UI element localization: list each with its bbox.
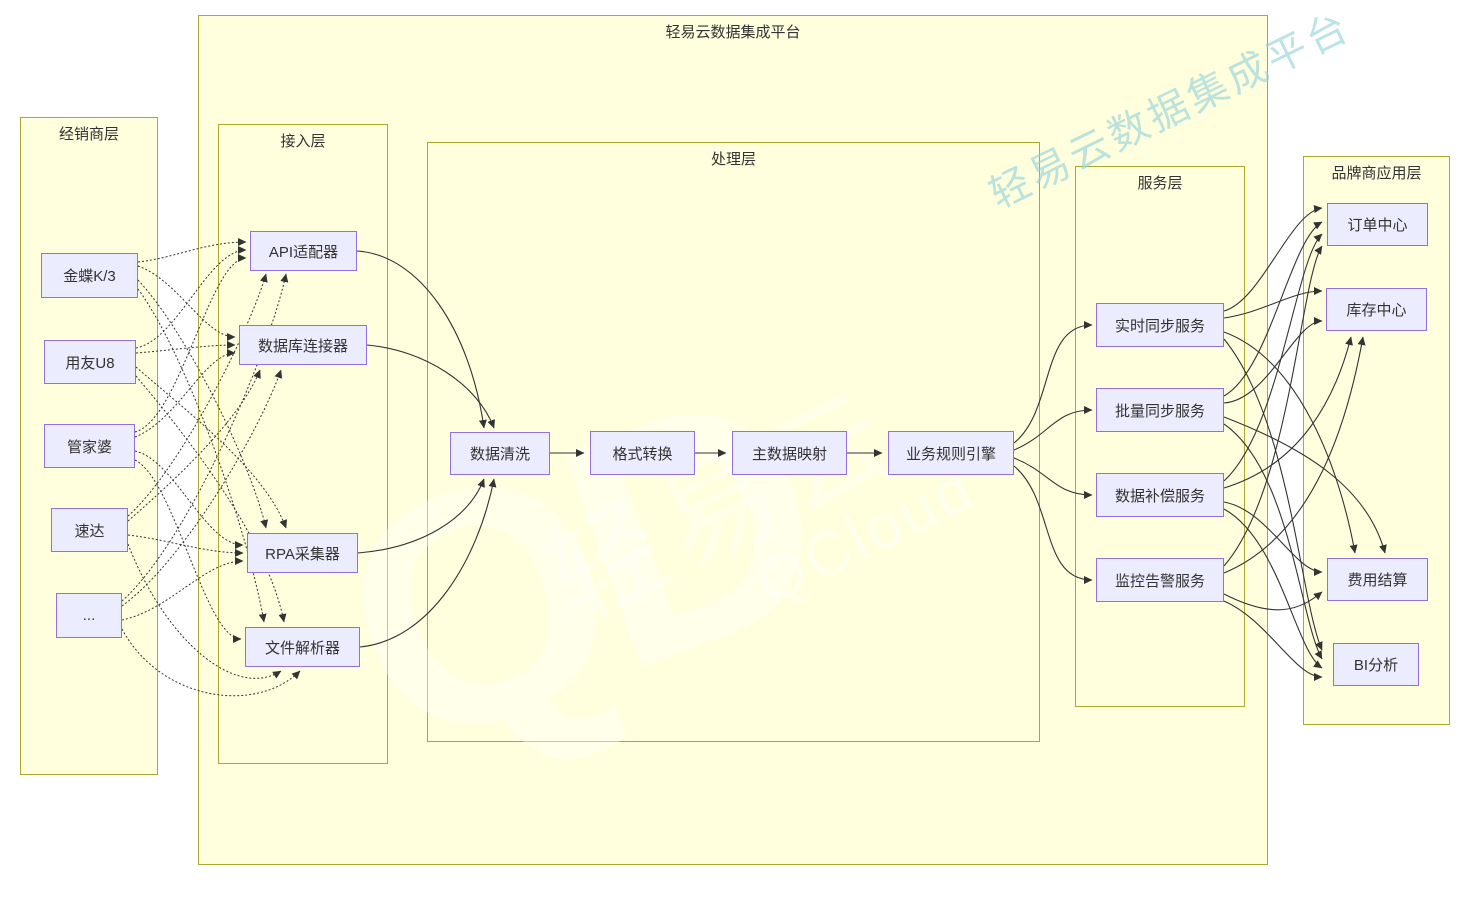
processing-layer-title: 处理层 — [710, 151, 756, 168]
node-data-clean: 数据清洗 — [450, 432, 550, 475]
container-service-layer: 服务层 — [1075, 166, 1245, 707]
node-kingdee-k3: 金蝶K/3 — [41, 253, 138, 298]
node-file-parser: 文件解析器 — [245, 627, 360, 667]
application-layer-title: 品牌商应用层 — [1331, 165, 1422, 182]
node-guanjiapo: 管家婆 — [44, 424, 135, 468]
platform-title: 轻易云数据集成平台 — [665, 24, 801, 41]
node-monitor-alert: 监控告警服务 — [1096, 558, 1224, 602]
node-inventory-center: 库存中心 — [1326, 288, 1427, 331]
node-master-mapping: 主数据映射 — [732, 431, 847, 475]
node-data-compensate: 数据补偿服务 — [1096, 473, 1224, 517]
node-api-adapter: API适配器 — [250, 231, 357, 271]
node-bi-analysis: BI分析 — [1333, 643, 1419, 686]
node-batch-sync: 批量同步服务 — [1096, 388, 1224, 432]
node-realtime-sync: 实时同步服务 — [1096, 303, 1224, 347]
service-layer-title: 服务层 — [1137, 175, 1183, 192]
node-db-connector: 数据库连接器 — [239, 325, 367, 365]
node-others: ... — [56, 593, 122, 638]
container-access-layer: 接入层 — [218, 124, 388, 764]
node-expense-settle: 费用结算 — [1327, 558, 1428, 601]
node-yonyou-u8: 用友U8 — [44, 340, 136, 384]
node-order-center: 订单中心 — [1327, 203, 1428, 246]
node-suda: 速达 — [51, 508, 128, 552]
node-rpa-collector: RPA采集器 — [247, 533, 358, 573]
distributor-layer-title: 经销商层 — [58, 126, 119, 143]
node-format-convert: 格式转换 — [590, 431, 695, 475]
access-layer-title: 接入层 — [280, 133, 326, 150]
node-rule-engine: 业务规则引擎 — [888, 431, 1014, 475]
